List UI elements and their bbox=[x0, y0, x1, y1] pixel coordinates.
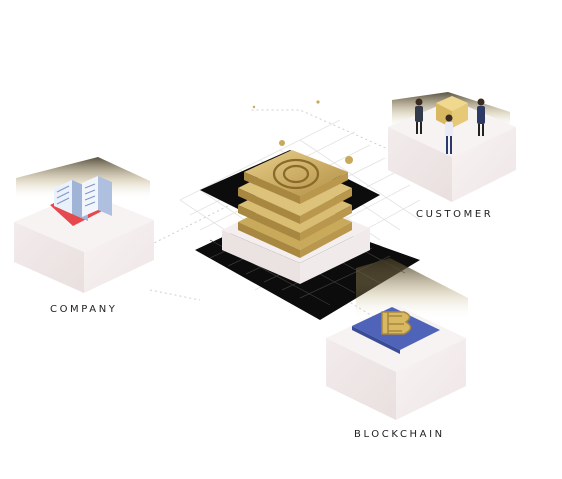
connection-lines bbox=[149, 109, 396, 331]
link-customer-center bbox=[250, 109, 391, 151]
company-node bbox=[14, 157, 154, 293]
bitcoin-icon bbox=[352, 307, 440, 354]
coin-stack-icon bbox=[238, 100, 353, 258]
customer-node bbox=[388, 92, 516, 202]
business-people-with-box-icon bbox=[415, 96, 485, 154]
office-building-icon bbox=[50, 176, 112, 226]
blockchain-label: BLOCKCHAIN bbox=[354, 429, 445, 440]
company-label: COMPANY bbox=[50, 304, 118, 315]
customer-label: CUSTOMER bbox=[416, 209, 494, 220]
link-company-center bbox=[149, 199, 241, 246]
blockchain-node bbox=[326, 258, 468, 420]
link-company-grid bbox=[149, 289, 201, 301]
